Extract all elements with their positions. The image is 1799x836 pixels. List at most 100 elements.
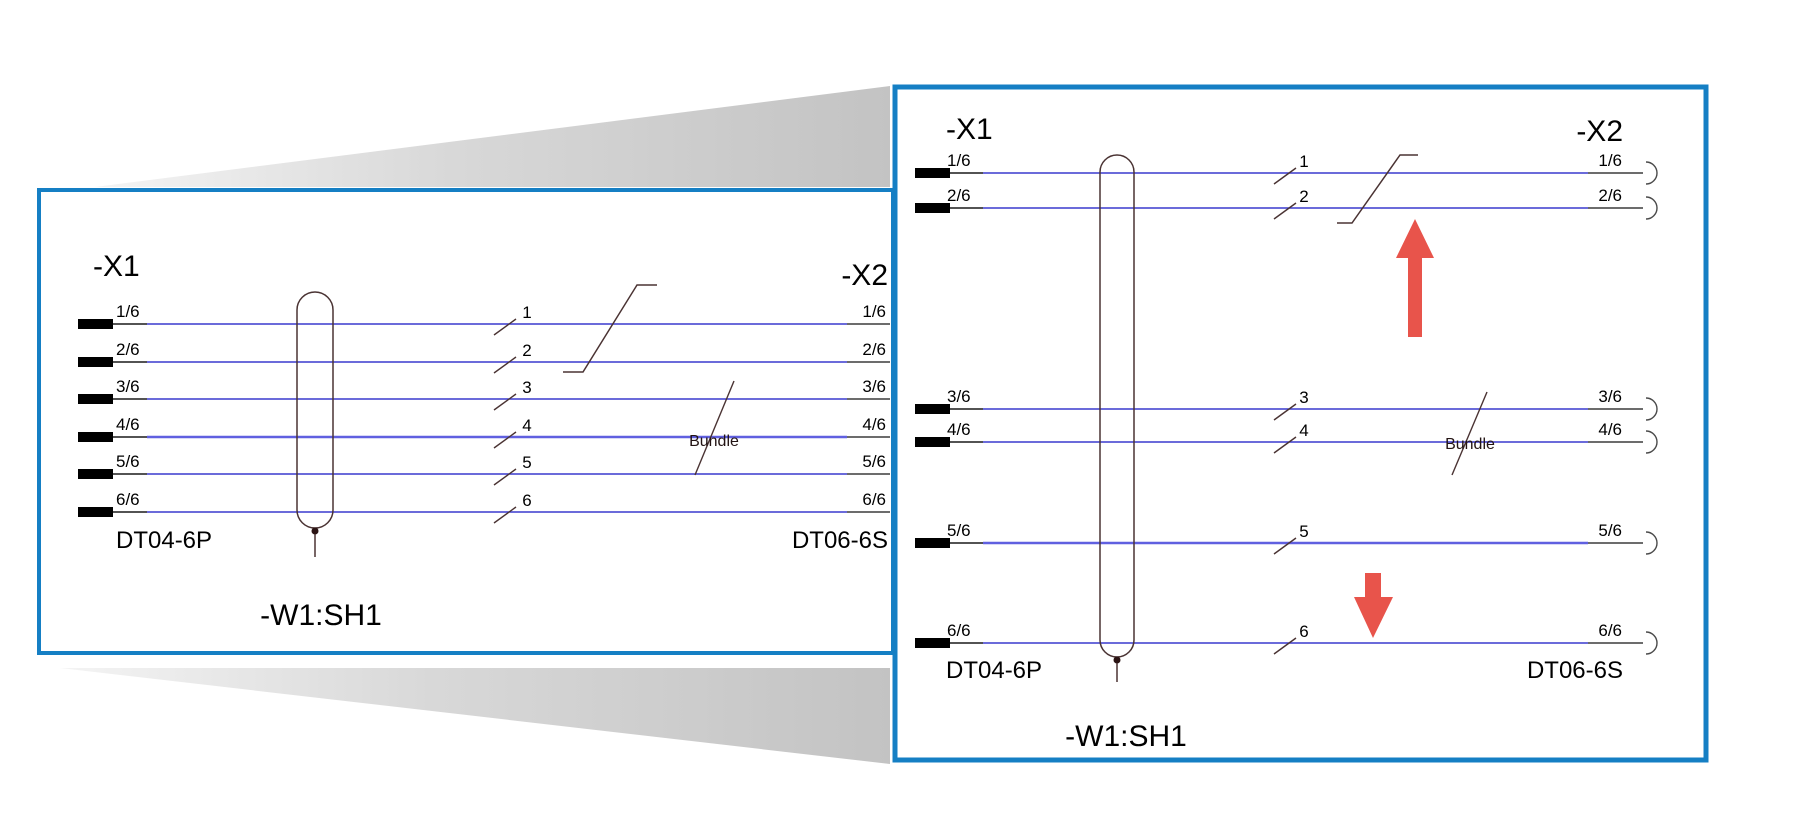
pin-contact <box>78 394 113 404</box>
connector-title-x2: -X2 <box>1576 115 1623 148</box>
pin-label-right: 5/6 <box>862 452 886 471</box>
connector-title-x1: -X1 <box>946 113 993 146</box>
shield-dot <box>311 527 319 535</box>
wire-number: 6 <box>1299 622 1308 641</box>
left-wire-2: 2/6 2/6 2 <box>78 340 890 374</box>
bundle-marker: Bundle <box>689 380 739 476</box>
connector-name-right: DT06-6S <box>1527 657 1623 684</box>
zoom-wedge-top <box>95 86 890 187</box>
pin-contact <box>915 404 950 414</box>
socket-contact-icon <box>1645 531 1658 555</box>
wire-break-symbol <box>1337 154 1418 224</box>
pin-contact <box>915 538 950 548</box>
pin-label-right: 6/6 <box>862 490 886 509</box>
bundle-marker: Bundle <box>1445 391 1495 476</box>
pin-contact <box>78 319 113 329</box>
pin-contact <box>78 469 113 479</box>
connector-title-x1: -X1 <box>93 250 140 283</box>
pin-label-right: 2/6 <box>1598 186 1622 205</box>
pin-contact <box>78 357 113 367</box>
wire-number: 4 <box>1299 421 1308 440</box>
socket-contact-icon <box>1645 161 1658 185</box>
wire-number-slash <box>1273 167 1297 185</box>
bundle-label: Bundle <box>1445 436 1495 453</box>
connector-title-x2: -X2 <box>841 259 888 292</box>
pin-contact <box>915 203 950 213</box>
wire-number-slash <box>1273 403 1297 421</box>
wire-number: 3 <box>522 378 531 397</box>
pin-label-left: 4/6 <box>947 420 971 439</box>
wire-number-slash <box>493 431 517 449</box>
pin-label-left: 2/6 <box>116 340 140 359</box>
shield-dot <box>1113 656 1121 664</box>
left-wire-1: 1/6 1/6 1 <box>78 302 890 336</box>
down-arrow-icon <box>1354 573 1393 638</box>
pin-label-left: 5/6 <box>116 452 140 471</box>
pin-label-right: 5/6 <box>1598 521 1622 540</box>
wire-number: 1 <box>1299 152 1308 171</box>
wire-number: 5 <box>522 453 531 472</box>
pin-label-right: 3/6 <box>1598 387 1622 406</box>
pin-label-right: 3/6 <box>862 377 886 396</box>
cable-shield-symbol <box>1099 154 1135 682</box>
pin-label-left: 1/6 <box>116 302 140 321</box>
pin-contact <box>78 432 113 442</box>
left-wire-5: 5/6 5/6 5 <box>78 452 890 486</box>
left-wire-4: 4/6 4/6 4 <box>78 415 890 449</box>
wire-number-slash <box>493 506 517 524</box>
right-panel: -X1 -X2 1/6 1/6 1 2/6 2/6 2 <box>892 84 1709 763</box>
pin-label-right: 4/6 <box>1598 420 1622 439</box>
connector-name-right: DT06-6S <box>792 527 888 554</box>
cable-shield-symbol <box>296 291 334 557</box>
right-wire-3: 3/6 3/6 3 <box>915 387 1658 421</box>
pin-label-left: 1/6 <box>947 151 971 170</box>
bundle-slash <box>1451 391 1488 476</box>
wire-number: 2 <box>522 341 531 360</box>
pin-label-left: 5/6 <box>947 521 971 540</box>
pin-label-right: 1/6 <box>1598 151 1622 170</box>
right-panel-border <box>892 84 1709 763</box>
pin-label-right: 6/6 <box>1598 621 1622 640</box>
wire-number: 5 <box>1299 522 1308 541</box>
pin-contact <box>915 638 950 648</box>
pin-contact <box>78 507 113 517</box>
up-arrow-icon <box>1396 219 1434 337</box>
wire-number-slash <box>493 356 517 374</box>
zoom-wedge-bottom <box>60 668 890 764</box>
pin-contact <box>915 168 950 178</box>
connector-name-left: DT04-6P <box>116 527 212 554</box>
cable-name: -W1:SH1 <box>1065 720 1187 753</box>
left-panel: -X1 -X2 1/6 1/6 1 2/6 2/6 2 <box>37 188 895 655</box>
wire-number-slash <box>493 393 517 411</box>
wire-number-slash <box>1273 202 1297 220</box>
pin-label-left: 4/6 <box>116 415 140 434</box>
wire-number-slash <box>493 318 517 336</box>
wire-break-symbol <box>563 284 657 373</box>
right-wire-2: 2/6 2/6 2 <box>915 186 1658 220</box>
pin-label-right: 2/6 <box>862 340 886 359</box>
socket-contact-icon <box>1645 430 1658 454</box>
pin-label-left: 3/6 <box>947 387 971 406</box>
wire-number: 6 <box>522 491 531 510</box>
pin-label-left: 3/6 <box>116 377 140 396</box>
right-wire-4: 4/6 4/6 4 <box>915 420 1658 454</box>
wire-number: 3 <box>1299 388 1308 407</box>
socket-contact-icon <box>1645 631 1658 655</box>
wire-number-slash <box>1273 537 1297 555</box>
pin-label-right: 4/6 <box>862 415 886 434</box>
wire-number-slash <box>1273 637 1297 655</box>
right-wire-6: 6/6 6/6 6 <box>915 621 1658 655</box>
pin-label-left: 2/6 <box>947 186 971 205</box>
wire-number-slash <box>1273 436 1297 454</box>
pin-label-right: 1/6 <box>862 302 886 321</box>
right-wire-5: 5/6 5/6 5 <box>915 521 1658 555</box>
bundle-slash <box>694 380 735 476</box>
wire-number: 1 <box>522 303 531 322</box>
bundle-label: Bundle <box>689 433 739 450</box>
socket-contact-icon <box>1645 397 1658 421</box>
wire-number: 4 <box>522 416 531 435</box>
wire-number: 2 <box>1299 187 1308 206</box>
left-wire-6: 6/6 6/6 6 <box>78 490 890 524</box>
